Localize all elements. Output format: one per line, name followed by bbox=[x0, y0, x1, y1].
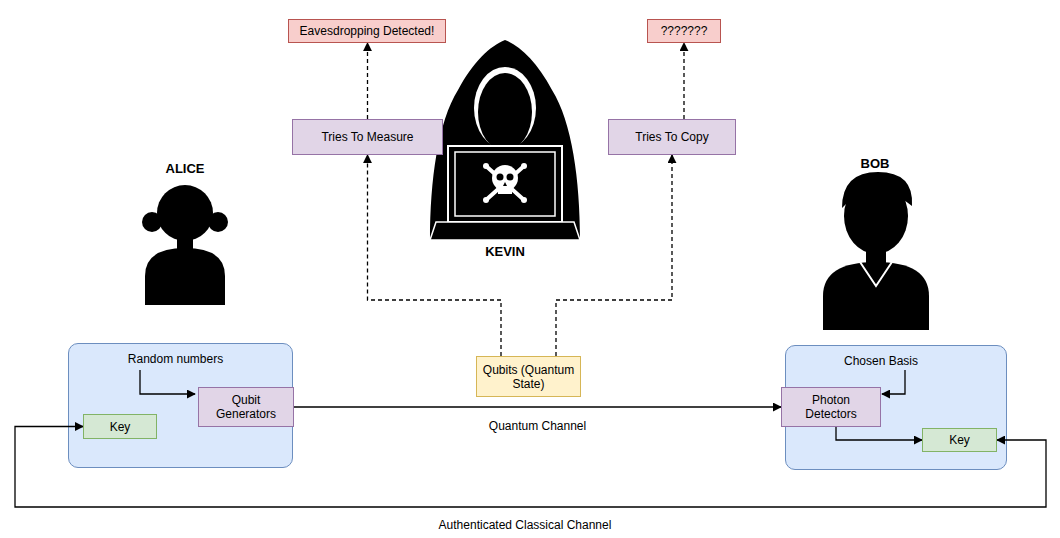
node-text: Chosen Basis bbox=[786, 354, 976, 368]
process-box: Qubit Generators bbox=[198, 387, 294, 427]
party-panel: Chosen BasisPhoton DetectorsKey bbox=[785, 345, 1007, 470]
input-arrow bbox=[882, 370, 905, 394]
channel-arrow bbox=[15, 427, 1046, 508]
hacker-figure bbox=[430, 40, 580, 240]
key-box: Key bbox=[83, 414, 157, 439]
node-text: ??????? bbox=[661, 24, 708, 38]
action-box: Tries To Copy bbox=[608, 119, 736, 155]
bob-figure bbox=[823, 172, 929, 330]
channel-label: Authenticated Classical Channel bbox=[436, 518, 615, 532]
attack-arrow bbox=[556, 155, 672, 356]
node-text: Photon Detectors bbox=[786, 393, 876, 421]
node-text: Tries To Copy bbox=[635, 130, 708, 144]
party-name: ALICE bbox=[166, 161, 205, 176]
channel-arrow bbox=[836, 427, 922, 440]
input-arrow bbox=[140, 370, 195, 394]
alert-box: ??????? bbox=[647, 19, 721, 43]
attack-arrow bbox=[683, 43, 684, 119]
party-panel: Random numbersQubit GeneratorsKey bbox=[68, 343, 293, 468]
node-text: Qubits (Quantum State) bbox=[481, 363, 576, 391]
process-box: Photon Detectors bbox=[781, 387, 881, 427]
node-text: Random numbers bbox=[69, 352, 282, 366]
attack-arrow bbox=[368, 155, 502, 356]
node-text: Key bbox=[110, 420, 131, 434]
node-text: Key bbox=[949, 433, 970, 447]
key-box: Key bbox=[922, 428, 997, 452]
party-name: BOB bbox=[861, 156, 890, 171]
action-box: Tries To Measure bbox=[292, 119, 443, 155]
party-name: KEVIN bbox=[485, 244, 525, 259]
channel-arrow bbox=[294, 406, 781, 407]
qubit-box: Qubits (Quantum State) bbox=[476, 356, 581, 397]
alert-box: Eavesdropping Detected! bbox=[288, 19, 446, 43]
attack-arrow bbox=[367, 43, 368, 119]
alice-figure bbox=[142, 185, 228, 305]
node-text: Tries To Measure bbox=[321, 130, 413, 144]
node-text: Eavesdropping Detected! bbox=[300, 24, 435, 38]
channel-label: Quantum Channel bbox=[486, 419, 589, 433]
node-text: Qubit Generators bbox=[203, 393, 289, 421]
